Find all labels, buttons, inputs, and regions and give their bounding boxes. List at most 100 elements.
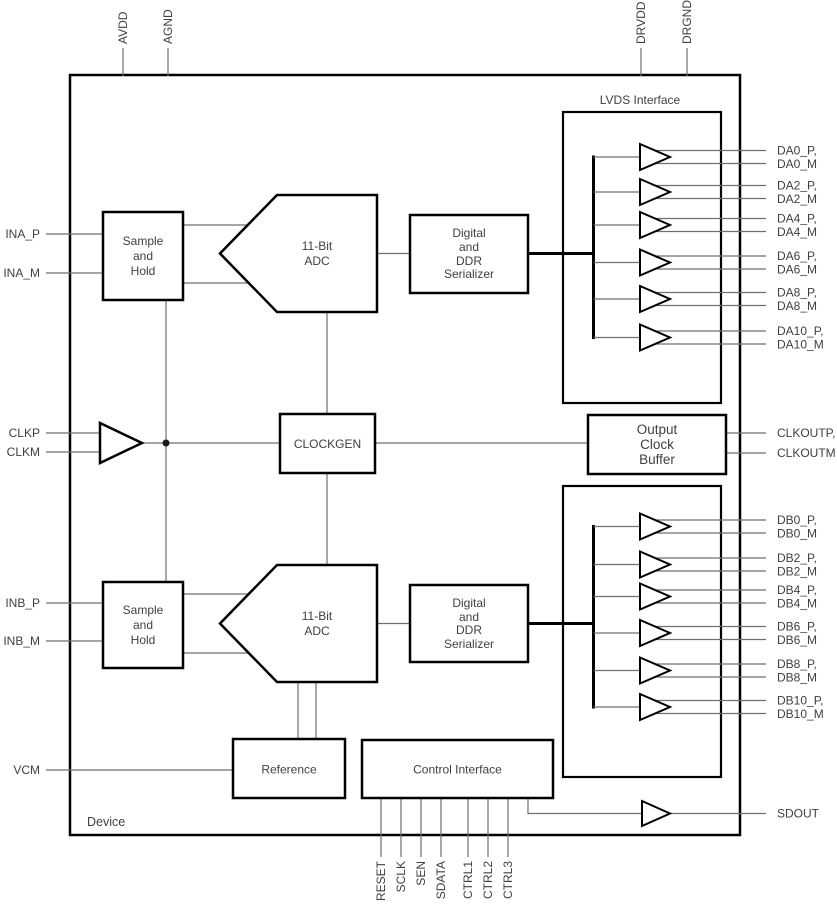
lvds-buffers-a: DA0_P, DA0_M DA2_P, DA2_M DA4_P, DA4_M D… (593, 142, 824, 353)
pin-label-db0-p: DB0_P, (777, 513, 817, 527)
sdout-buffer-icon (641, 799, 673, 828)
pin-label-sclk: SCLK (394, 861, 408, 892)
serializer-b-label: Serializer (444, 637, 494, 651)
pin-label-da10-p: DA10_P, (777, 324, 823, 338)
sample-hold-b-label: and (133, 618, 153, 632)
pin-label-ina-m: INA_M (3, 266, 40, 280)
control-interface-block (360, 738, 555, 800)
pin-label-clkoutp: CLKOUTP, (777, 426, 835, 440)
lvds-buffer-icon (639, 655, 673, 686)
sample-hold-b-label: Hold (131, 633, 156, 647)
pin-label-db8-p: DB8_P, (777, 657, 817, 671)
serializer-a-label: DDR (456, 254, 482, 268)
sample-hold-a-label: Hold (131, 264, 156, 278)
pin-label-clkoutm: CLKOUTM (777, 446, 836, 460)
pin-label-db10-p: DB10_P, (777, 694, 823, 708)
output-clock-buffer-block (586, 413, 728, 476)
serializer-a-label: Serializer (444, 267, 494, 281)
pin-label-ctrl2: CTRL2 (481, 861, 495, 899)
pin-label-ctrl3: CTRL3 (501, 861, 515, 899)
lvds-buffer-icon (639, 511, 673, 542)
pin-label-clkp: CLKP (9, 426, 40, 440)
clockgen-block (278, 412, 377, 475)
pin-label-avdd: AVDD (116, 11, 130, 44)
pin-label-db2-p: DB2_P, (777, 551, 817, 565)
clock-junction-dot (162, 439, 170, 447)
adc-a-block (218, 193, 379, 314)
device-label: Device (87, 815, 125, 829)
pin-label-drvdd: DRVDD (634, 1, 648, 44)
lvds-interface-b-box (561, 484, 723, 779)
pin-label-db4-m: DB4_M (777, 597, 817, 611)
adc-a-label: 11-Bit (302, 239, 333, 253)
pin-label-agnd: AGND (161, 9, 175, 44)
output-clock-buffer-label: Buffer (639, 452, 675, 467)
lvds-buffer-icon (639, 692, 673, 722)
pin-label-da4-m: DA4_M (777, 225, 817, 239)
sample-hold-a-label: Sample (123, 234, 164, 248)
control-interface-label: Control Interface (413, 763, 502, 777)
bottom-pin-labels: RESET SCLK SEN SDATA CTRL1 CTRL2 CTRL3 (374, 860, 515, 901)
pin-label-ctrl1: CTRL1 (461, 861, 475, 899)
serializer-b-label: DDR (456, 623, 482, 637)
lvds-buffers-b: DB0_P, DB0_M DB2_P, DB2_M DB4_P, DB4_M D… (593, 511, 824, 722)
pin-label-db10-m: DB10_M (777, 707, 824, 721)
adc-b-label: ADC (304, 624, 330, 638)
pin-label-db6-m: DB6_M (777, 633, 817, 647)
output-clock-buffer-label: Clock (640, 437, 674, 452)
pin-label-da6-p: DA6_P, (777, 249, 817, 263)
top-pins: AVDD AGND DRVDD DRGND (116, 0, 694, 76)
device-boundary (68, 73, 742, 837)
serializer-a-label: Digital (452, 226, 485, 240)
output-clock-buffer-label: Output (637, 422, 678, 437)
pin-label-da2-p: DA2_P, (777, 179, 817, 193)
lvds-buffer-icon (639, 618, 673, 648)
lvds-buffer-icon (639, 284, 673, 314)
pin-label-db8-m: DB8_M (777, 671, 817, 685)
clockgen-label: CLOCKGEN (294, 437, 361, 451)
lvds-buffer-icon (639, 177, 673, 207)
lvds-buffer-icon (639, 247, 673, 278)
lvds-interface-label: LVDS Interface (600, 93, 681, 107)
pin-label-sdata: SDATA (434, 861, 448, 899)
sample-hold-b-label: Sample (123, 603, 164, 617)
pin-label-da0-p: DA0_P, (777, 144, 817, 158)
adc-b-label: 11-Bit (302, 609, 333, 623)
clock-input-buffer-icon (98, 421, 145, 465)
left-pins: INA_P INA_M CLKP CLKM INB_P INB_M VCM (3, 227, 233, 777)
pin-label-db6-p: DB6_P, (777, 620, 817, 634)
pin-label-db0-m: DB0_M (777, 527, 817, 541)
lvds-interface-a-box (561, 110, 723, 405)
lvds-buffer-icon (639, 581, 673, 612)
pin-label-da8-p: DA8_P, (777, 286, 817, 300)
pin-label-ina-p: INA_P (5, 227, 40, 241)
blocks: Sample and Hold 11-Bit ADC Digital and D… (98, 193, 728, 828)
serializer-b-label: and (459, 610, 479, 624)
lvds-buffer-icon (639, 322, 673, 353)
pin-label-sdout: SDOUT (777, 807, 820, 821)
adc-a-label: ADC (304, 254, 330, 268)
pin-label-da4-p: DA4_P, (777, 212, 817, 226)
pin-label-da8-m: DA8_M (777, 299, 817, 313)
pin-label-vcm: VCM (13, 763, 40, 777)
pin-label-sen: SEN (414, 861, 428, 886)
pin-label-db2-m: DB2_M (777, 565, 817, 579)
pin-label-da0-m: DA0_M (777, 157, 817, 171)
pin-label-da6-m: DA6_M (777, 263, 817, 277)
lvds-buffer-icon (639, 142, 673, 172)
pin-label-da2-m: DA2_M (777, 192, 817, 206)
pin-label-da10-m: DA10_M (777, 338, 824, 352)
pin-label-db4-p: DB4_P, (777, 583, 817, 597)
pin-label-reset: RESET (374, 860, 388, 901)
pin-label-drgnd: DRGND (680, 0, 694, 44)
serializer-a-block (408, 213, 530, 295)
pin-label-inb-p: INB_P (5, 596, 40, 610)
lvds-buffer-icon (639, 549, 673, 580)
reference-label: Reference (261, 763, 317, 777)
serializer-b-label: Digital (452, 596, 485, 610)
adc-b-block (218, 563, 379, 684)
serializer-a-label: and (459, 240, 479, 254)
sample-hold-b-block (101, 580, 185, 670)
